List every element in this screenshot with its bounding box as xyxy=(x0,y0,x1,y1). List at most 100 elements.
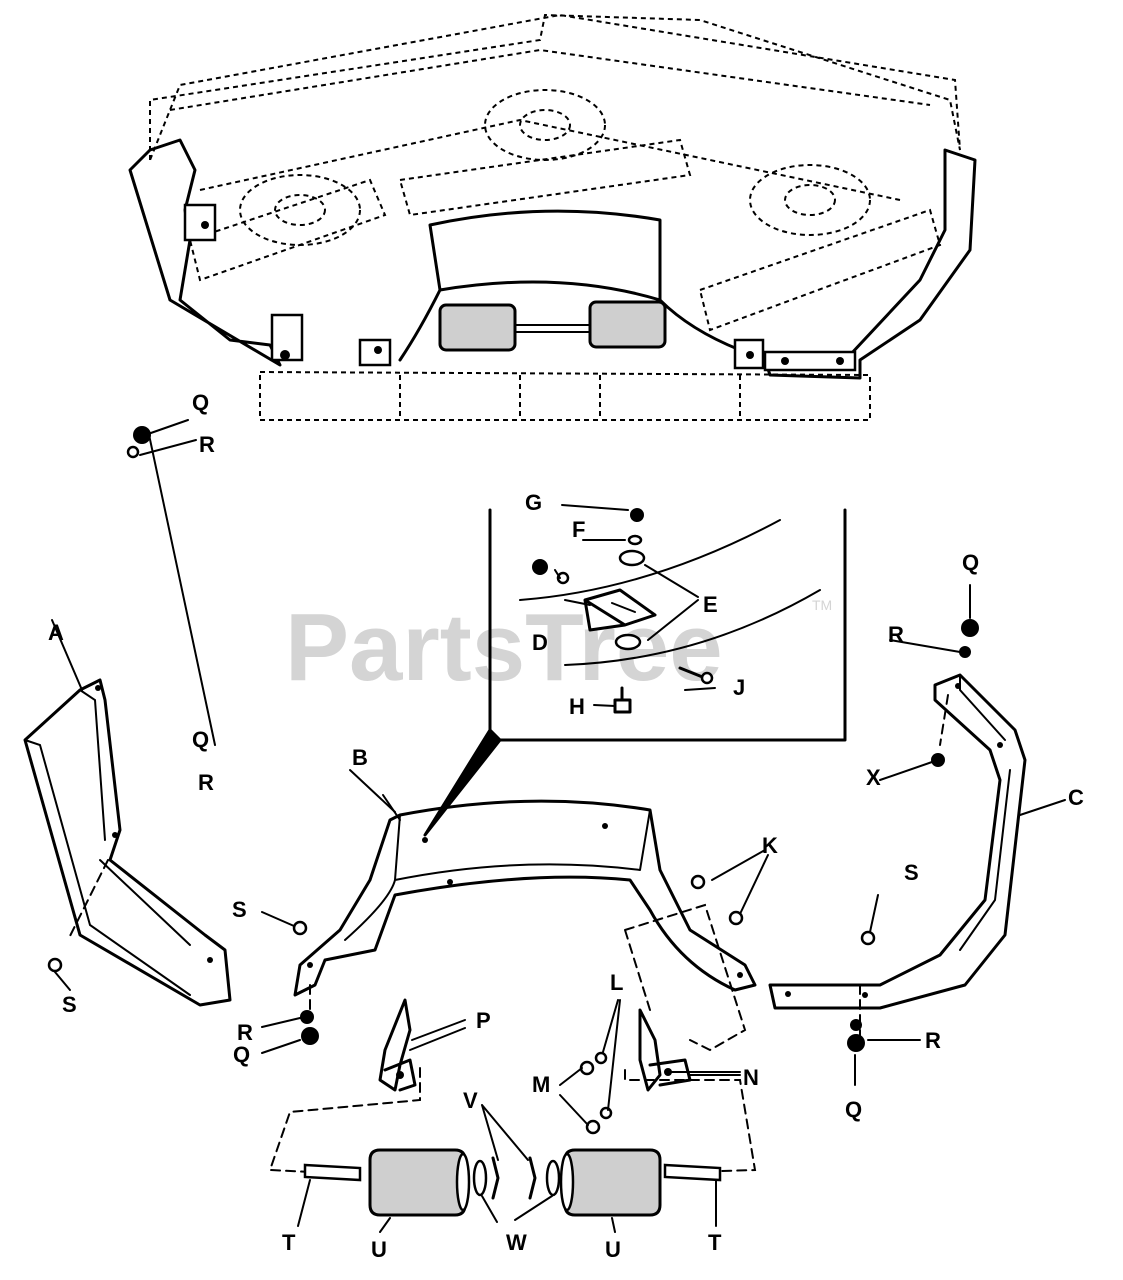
part-b-center-bracket xyxy=(293,794,757,997)
fasteners xyxy=(47,426,979,1135)
part-k-bolt-lower xyxy=(728,910,744,926)
label-t-left: T xyxy=(282,1230,296,1255)
part-f-upper-lockwasher xyxy=(627,534,643,546)
label-a: A xyxy=(48,620,64,645)
part-q-nut-c xyxy=(847,1034,865,1052)
part-w-washer-left xyxy=(472,1159,488,1197)
assembled-roller-left xyxy=(438,303,517,352)
part-u-roller-left xyxy=(368,1148,471,1217)
part-r-washer-b xyxy=(300,1010,314,1024)
label-r-c: R xyxy=(925,1028,941,1053)
label-c: C xyxy=(1068,785,1084,810)
label-f: F xyxy=(572,517,585,542)
assembled-deck-view xyxy=(128,13,977,421)
label-t-right: T xyxy=(708,1230,722,1255)
inset-deck-curve-bottom xyxy=(564,589,821,666)
part-h-bolt xyxy=(613,686,632,714)
part-d-adjustment-bracket xyxy=(583,588,657,632)
label-e: E xyxy=(703,592,718,617)
label-d: D xyxy=(532,630,548,655)
part-g-nut xyxy=(532,559,548,575)
part-x-bolt xyxy=(931,753,945,767)
part-q-nut-b xyxy=(301,1027,319,1045)
deck-right-wall xyxy=(763,148,977,380)
part-n-roller-bracket xyxy=(638,1008,741,1092)
part-labels: A B C K L M N P Q Q Q Q Q R R R R R S S … xyxy=(48,390,1084,1262)
left-spindle-outline xyxy=(239,174,361,246)
part-e-lower-washer xyxy=(614,633,642,651)
label-q-c: Q xyxy=(845,1097,862,1122)
center-blade-outline xyxy=(398,138,692,217)
label-r-right: R xyxy=(888,622,904,647)
part-e-upper-washer xyxy=(618,549,646,567)
part-s-bolt-b xyxy=(292,920,308,936)
label-h: H xyxy=(569,694,585,719)
assembled-center-bracket xyxy=(428,209,662,302)
inset-deck-curve-top xyxy=(519,519,781,601)
label-b: B xyxy=(352,745,368,770)
part-w-washer-right xyxy=(545,1159,561,1197)
part-p-roller-bracket xyxy=(378,998,466,1092)
assembled-roller-right xyxy=(588,300,667,349)
partstree-watermark: PartsTree TM xyxy=(285,594,832,701)
part-t-shaft-left xyxy=(303,1163,362,1182)
part-v-clip-left xyxy=(491,1156,500,1200)
label-q-right: Q xyxy=(962,550,979,575)
inset-pointer xyxy=(423,728,502,837)
right-blade-outline xyxy=(698,208,942,332)
label-r-a: R xyxy=(198,770,214,795)
part-j-screw xyxy=(678,666,707,680)
label-r-b: R xyxy=(237,1020,253,1045)
part-r-washer-top xyxy=(959,646,971,658)
right-spindle-outline xyxy=(749,164,871,236)
part-v-clip-right xyxy=(528,1156,537,1200)
part-u-roller-right xyxy=(559,1148,662,1217)
label-s-c: S xyxy=(904,860,919,885)
label-s-a: S xyxy=(62,992,77,1017)
leader-lines xyxy=(54,419,971,1233)
front-roller-outline xyxy=(259,370,871,421)
part-f-lockwasher xyxy=(556,571,570,585)
label-j: J xyxy=(733,675,745,700)
label-n: N xyxy=(743,1065,759,1090)
label-u-left: U xyxy=(371,1237,387,1262)
label-x: X xyxy=(866,765,881,790)
left-blade-outline xyxy=(188,178,387,282)
label-r-top: R xyxy=(199,432,215,457)
label-l: L xyxy=(610,970,623,995)
label-u-right: U xyxy=(605,1237,621,1262)
adjustment-detail-inset: G F E D J H xyxy=(423,490,847,837)
part-s-bolt-a xyxy=(47,957,63,973)
deck-left-wall xyxy=(128,138,282,367)
part-q-nut-top xyxy=(961,619,979,637)
label-w: W xyxy=(506,1230,527,1255)
label-q-b: Q xyxy=(233,1042,250,1067)
deck-housing-top xyxy=(169,48,931,201)
part-l-lockwasher-lower xyxy=(599,1106,613,1120)
label-g: G xyxy=(525,490,542,515)
label-s-b: S xyxy=(232,897,247,922)
assembled-right-tab xyxy=(763,350,857,372)
assembly-guide-left xyxy=(268,1067,421,1173)
watermark-text: PartsTree xyxy=(285,594,723,701)
part-m-nut-lower xyxy=(585,1119,601,1135)
part-s-bolt-c xyxy=(860,930,876,946)
part-r-washer-a xyxy=(126,445,140,459)
label-m: M xyxy=(532,1072,550,1097)
assembly-guide-right xyxy=(624,1069,757,1173)
part-t-shaft-right xyxy=(663,1163,722,1182)
part-q-nut-a xyxy=(133,426,151,444)
part-k-bolt-upper xyxy=(690,874,706,890)
watermark-trademark: TM xyxy=(812,597,832,613)
inset-frame xyxy=(488,508,847,742)
part-g-upper-nut xyxy=(630,508,644,522)
part-c-right-bracket xyxy=(768,673,1066,1010)
label-p: P xyxy=(476,1008,491,1033)
part-a-left-bracket xyxy=(23,619,232,1007)
label-v: V xyxy=(463,1088,478,1113)
label-q-a: Q xyxy=(192,727,209,752)
part-l-lockwasher-upper xyxy=(594,1051,608,1065)
part-r-washer-c xyxy=(850,1019,862,1031)
assembly-guide-center xyxy=(624,903,747,1052)
